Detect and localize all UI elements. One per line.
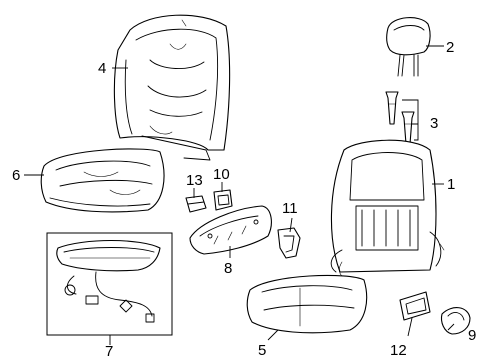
callout-6: 6 (12, 167, 20, 184)
leader-lines (24, 45, 455, 345)
seat-back-frame (330, 139, 445, 279)
callout-1: 1 (447, 176, 455, 193)
inset-seat-heater (46, 232, 173, 336)
side-trim (189, 205, 272, 255)
callout-5: 5 (258, 342, 266, 359)
clip-13 (185, 195, 207, 213)
headrest (386, 17, 431, 77)
bracket-11 (277, 227, 301, 259)
callout-2: 2 (446, 39, 454, 56)
callout-13: 13 (186, 172, 203, 189)
seat-back-cover (113, 14, 231, 161)
inset-frame (46, 232, 173, 336)
bracket-10 (213, 189, 233, 211)
callout-9: 9 (468, 327, 476, 344)
callout-7: 7 (105, 343, 113, 360)
callout-4: 4 (98, 60, 106, 77)
callout-11: 11 (282, 200, 298, 217)
callout-12: 12 (390, 342, 407, 359)
seat-cushion-pad (246, 274, 368, 334)
callout-10: 10 (213, 166, 230, 183)
callout-8: 8 (224, 260, 232, 277)
bracket-12 (399, 291, 431, 321)
seat-cushion-cover (40, 148, 165, 213)
callout-3: 3 (430, 115, 438, 132)
cover-cap-9 (440, 307, 471, 335)
